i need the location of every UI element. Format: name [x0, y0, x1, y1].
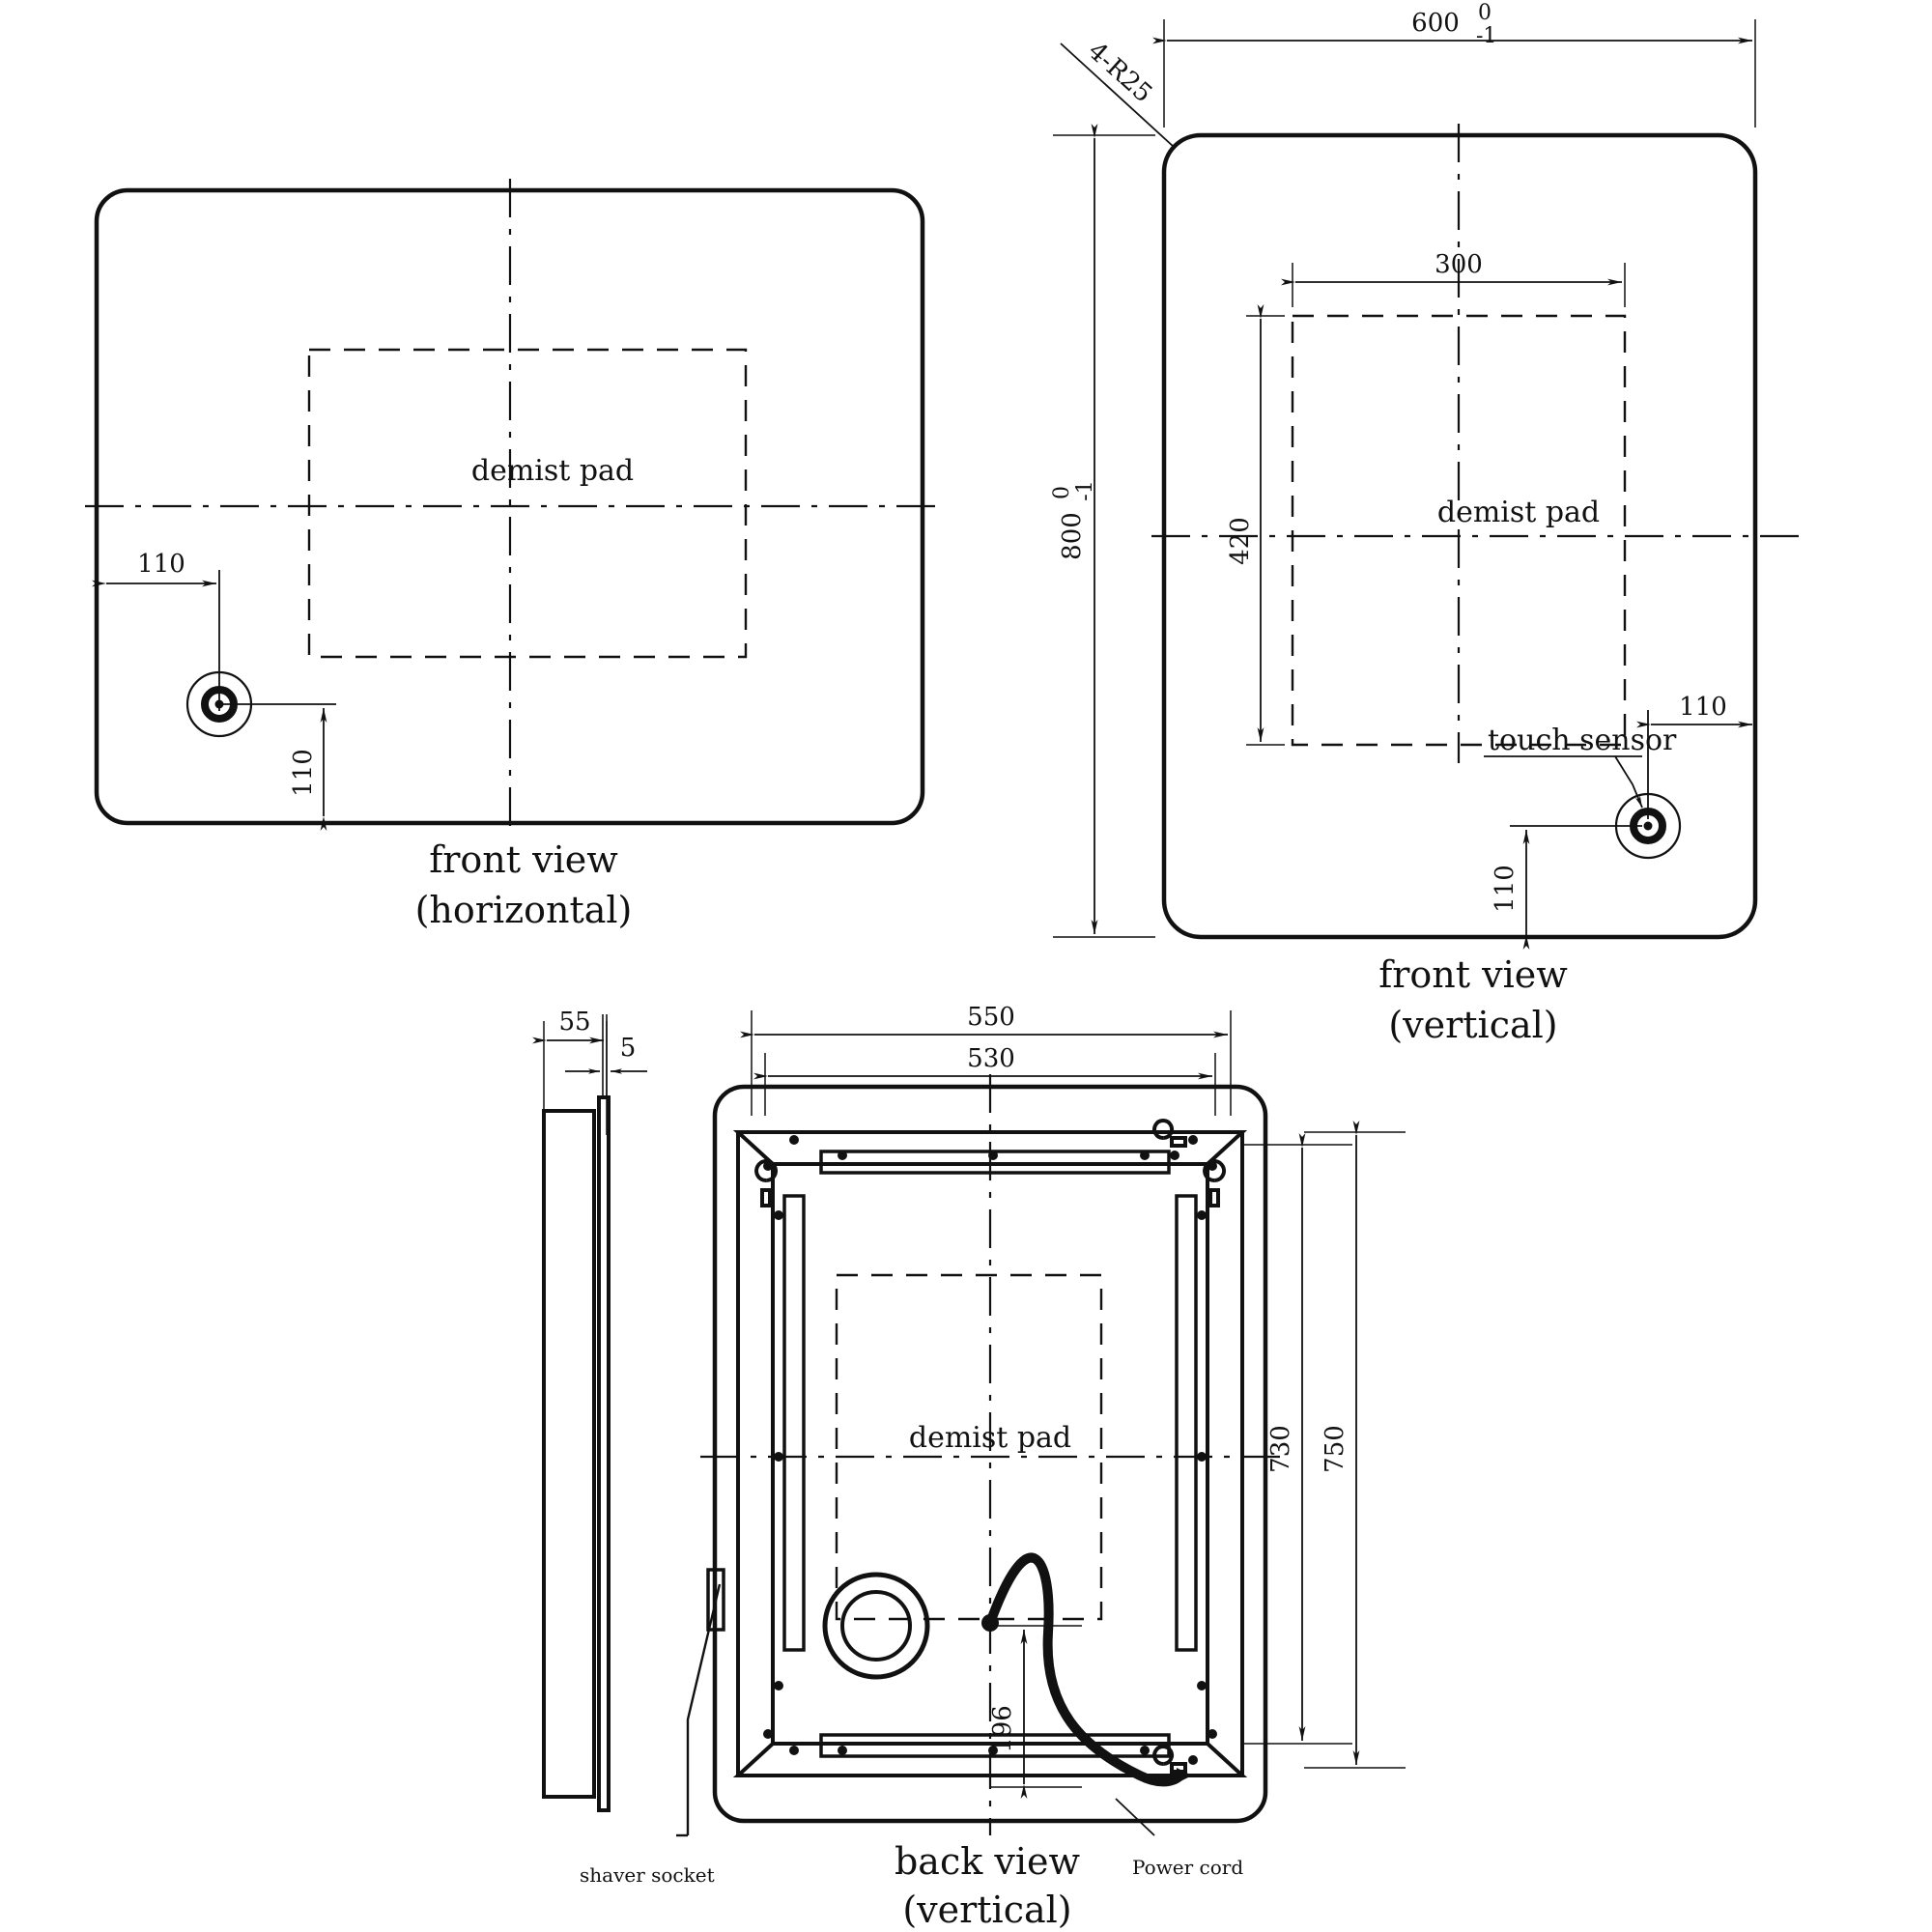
dim-label-glass-thickness: 5 [620, 1034, 637, 1063]
demist-pad-outline-vertical [1291, 314, 1627, 747]
dim-label-sensor-x-vertical: 110 [1679, 693, 1727, 722]
demist-pad-label-vertical: demist pad [1437, 496, 1600, 529]
touch-sensor-dot-vertical [1643, 821, 1653, 831]
leader-shaver-socket [686, 1583, 722, 1835]
dim-tol-upper-overall-height: 0 [1050, 486, 1074, 499]
view-title-back-vertical-line1: back view [895, 1840, 1080, 1883]
side-body-outline [542, 1109, 596, 1799]
view-side: 55 5 [532, 1008, 647, 1812]
dim-label-frame-outer-height: 750 [1321, 1425, 1350, 1473]
side-glass-panel [597, 1095, 611, 1812]
shaver-socket-label: shaver socket [580, 1863, 715, 1887]
led-bar-left [782, 1194, 806, 1652]
mounting-keyholes [754, 1119, 1227, 1774]
power-cord-plug [1177, 1768, 1192, 1783]
dim-label-depth: 55 [558, 1008, 590, 1037]
keyhole-lower-right [1152, 1745, 1187, 1774]
power-cord-label: Power cord [1132, 1856, 1243, 1879]
view-back-vertical: 550 530 [580, 1003, 1406, 1931]
leader-power-cord [1115, 1798, 1155, 1836]
shaver-socket-outer [822, 1572, 930, 1680]
shaver-socket-inner [840, 1590, 912, 1662]
led-bar-bottom [819, 1733, 1171, 1758]
dim-label-cord-exit-height: 196 [988, 1705, 1017, 1753]
demist-pad-label-horizontal: demist pad [471, 454, 634, 488]
dim-label-sensor-x-horizontal: 110 [137, 550, 185, 579]
view-title-back-vertical-line2: (vertical) [902, 1889, 1071, 1931]
keyhole-top-right [1203, 1159, 1227, 1208]
dim-label-pad-width: 300 [1435, 250, 1483, 279]
dim-label-overall-width: 600 [1411, 9, 1460, 38]
fixing-dots [763, 1135, 1217, 1765]
dim-tol-upper-overall-width: 0 [1478, 1, 1492, 25]
keyhole-top-left [754, 1159, 779, 1208]
demist-pad-outline-back [835, 1273, 1103, 1621]
view-title-front-horizontal-line2: (horizontal) [415, 889, 633, 931]
touch-sensor-label: touch sensor [1488, 724, 1677, 757]
demist-pad-outline-horizontal [307, 348, 748, 659]
led-bar-right [1175, 1194, 1198, 1652]
leader-corner-radius [1060, 43, 1175, 148]
dim-label-overall-height: 800 [1058, 512, 1087, 560]
view-front-vertical: 4-R25 600 0 -1 800 0 -1 demist pad 300 4… [1050, 1, 1806, 1046]
shaver-socket-side-tab [706, 1568, 725, 1632]
dim-label-sensor-y-horizontal: 110 [289, 749, 318, 797]
dim-label-sensor-y-vertical: 110 [1491, 865, 1520, 913]
dim-label-frame-inner-width: 530 [967, 1044, 1015, 1073]
dim-label-frame-outer-width: 550 [967, 1003, 1015, 1032]
view-title-front-vertical-line1: front view [1378, 953, 1568, 996]
view-title-front-vertical-line2: (vertical) [1388, 1004, 1557, 1046]
keyhole-upper-right [1152, 1119, 1187, 1148]
dim-label-frame-inner-height: 730 [1266, 1425, 1295, 1473]
leader-touch-sensor [1614, 755, 1643, 809]
view-front-horizontal: demist pad 110 110 front view (horizonta… [85, 179, 947, 931]
dim-label-pad-height: 420 [1226, 517, 1255, 565]
view-title-front-horizontal-line1: front view [429, 838, 618, 881]
power-cord-path [985, 1552, 1185, 1787]
power-cord-entry-dot [981, 1614, 999, 1632]
dim-tol-lower-overall-width: -1 [1476, 24, 1496, 48]
dim-tol-lower-overall-height: -1 [1073, 480, 1097, 500]
